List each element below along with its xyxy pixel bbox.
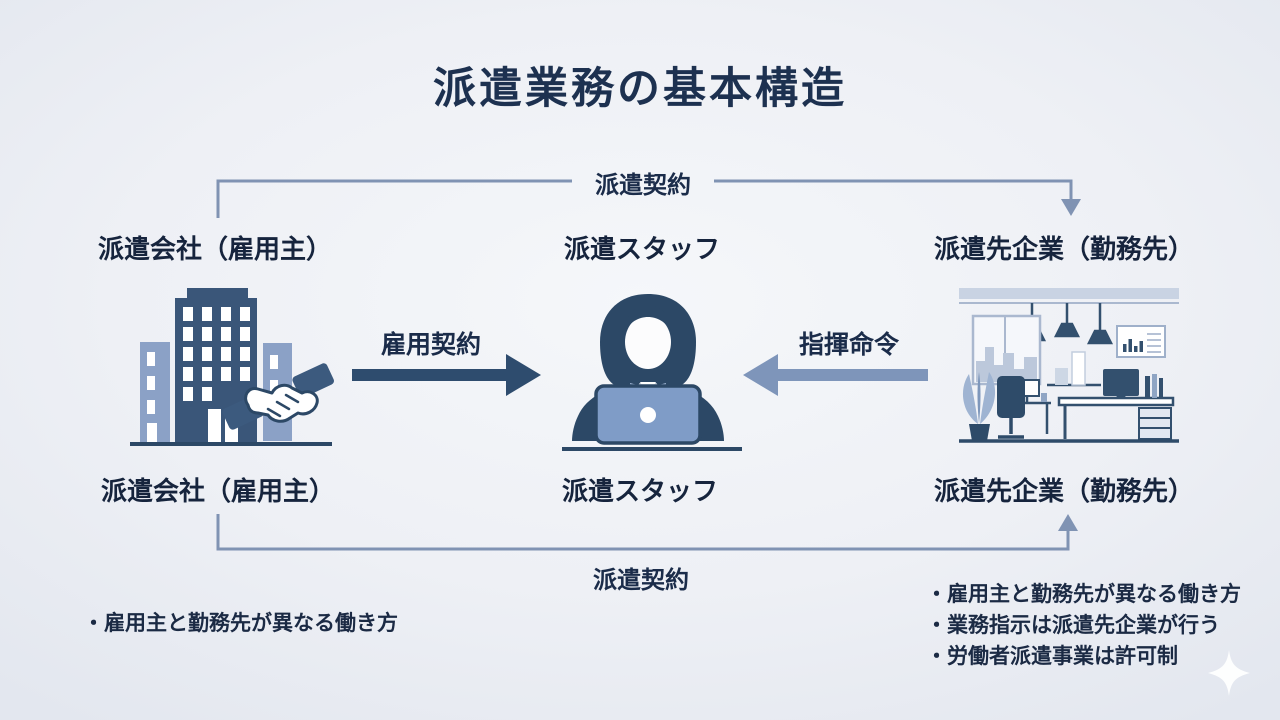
arrowhead-down-icon	[1061, 199, 1081, 216]
dispatch-contract-bottom-line	[216, 514, 1070, 551]
dispatch-contract-top-label: 派遣契約	[595, 172, 691, 199]
note-item: ・雇用主と勤務先が異なる働き方	[83, 612, 398, 635]
note-item: ・労働者派遣事業は許可制	[926, 645, 1178, 668]
office-chair-icon	[997, 376, 1025, 439]
agency-notes: ・雇用主と勤務先が異なる働き方	[83, 608, 398, 639]
plant-icon	[962, 372, 996, 441]
employment-contract-arrow	[352, 354, 541, 396]
client-notes: ・雇用主と勤務先が異なる働き方 ・業務指示は派遣先企業が行う ・労働者派遣事業は…	[926, 579, 1241, 672]
employment-contract-label: 雇用契約	[380, 331, 482, 359]
direction-command-arrow	[743, 354, 928, 396]
sparkle-icon	[1208, 650, 1250, 696]
dispatch-contract-bottom-label: 派遣契約	[593, 567, 689, 594]
staff-label-top: 派遣スタッフ	[563, 234, 721, 264]
person-at-laptop-icon	[562, 294, 742, 451]
agency-label-bottom: 派遣会社（雇用主）	[100, 476, 336, 506]
dispatch-contract-top-line	[216, 179, 1073, 218]
handshake-icon	[222, 363, 334, 430]
staff-label-bottom: 派遣スタッフ	[561, 476, 719, 506]
arrowhead-up-icon	[1058, 514, 1078, 531]
page-title: 派遣業務の基本構造	[433, 65, 847, 113]
office-workspace-icon	[959, 288, 1179, 443]
agency-label-top: 派遣会社（雇用主）	[97, 234, 333, 264]
note-item: ・雇用主と勤務先が異なる働き方	[926, 583, 1241, 606]
office-building-handshake-icon	[130, 288, 334, 446]
direction-command-label: 指揮命令	[798, 331, 900, 359]
client-label-top: 派遣先企業（勤務先）	[933, 234, 1195, 264]
note-item: ・業務指示は派遣先企業が行う	[926, 614, 1220, 637]
client-label-bottom: 派遣先企業（勤務先）	[933, 476, 1195, 506]
